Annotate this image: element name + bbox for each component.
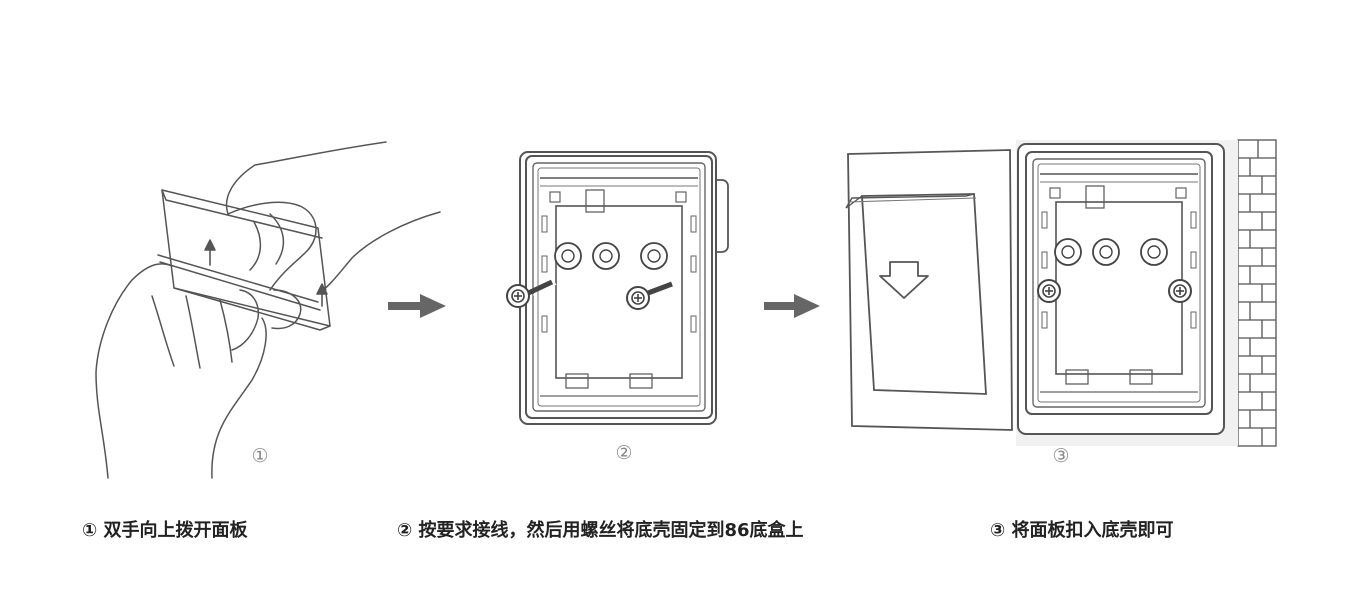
screw-icon (626, 281, 677, 310)
step-3-marker: ③ (1052, 445, 1069, 467)
hands-icon (95, 141, 441, 479)
base-shell-figure (506, 151, 729, 425)
step-1-caption: ① 双手向上拨开面板 (82, 520, 248, 541)
mounted-base-figure (1017, 143, 1225, 435)
front-panel-figure (845, 149, 1013, 431)
screw-icon (506, 279, 557, 308)
arrow-right-icon (764, 294, 820, 318)
step-3-caption: ③ 将面板扣入底壳即可 (990, 520, 1174, 541)
brick-wall-icon (1237, 139, 1277, 447)
arrow-right-icon (388, 294, 446, 318)
step-2-caption: ② 按要求接线，然后用螺丝将底壳固定到86底盒上 (397, 520, 804, 541)
step-1-marker: ① (251, 445, 268, 467)
arrow-down-icon (879, 261, 929, 299)
step-2-marker: ② (615, 442, 632, 464)
